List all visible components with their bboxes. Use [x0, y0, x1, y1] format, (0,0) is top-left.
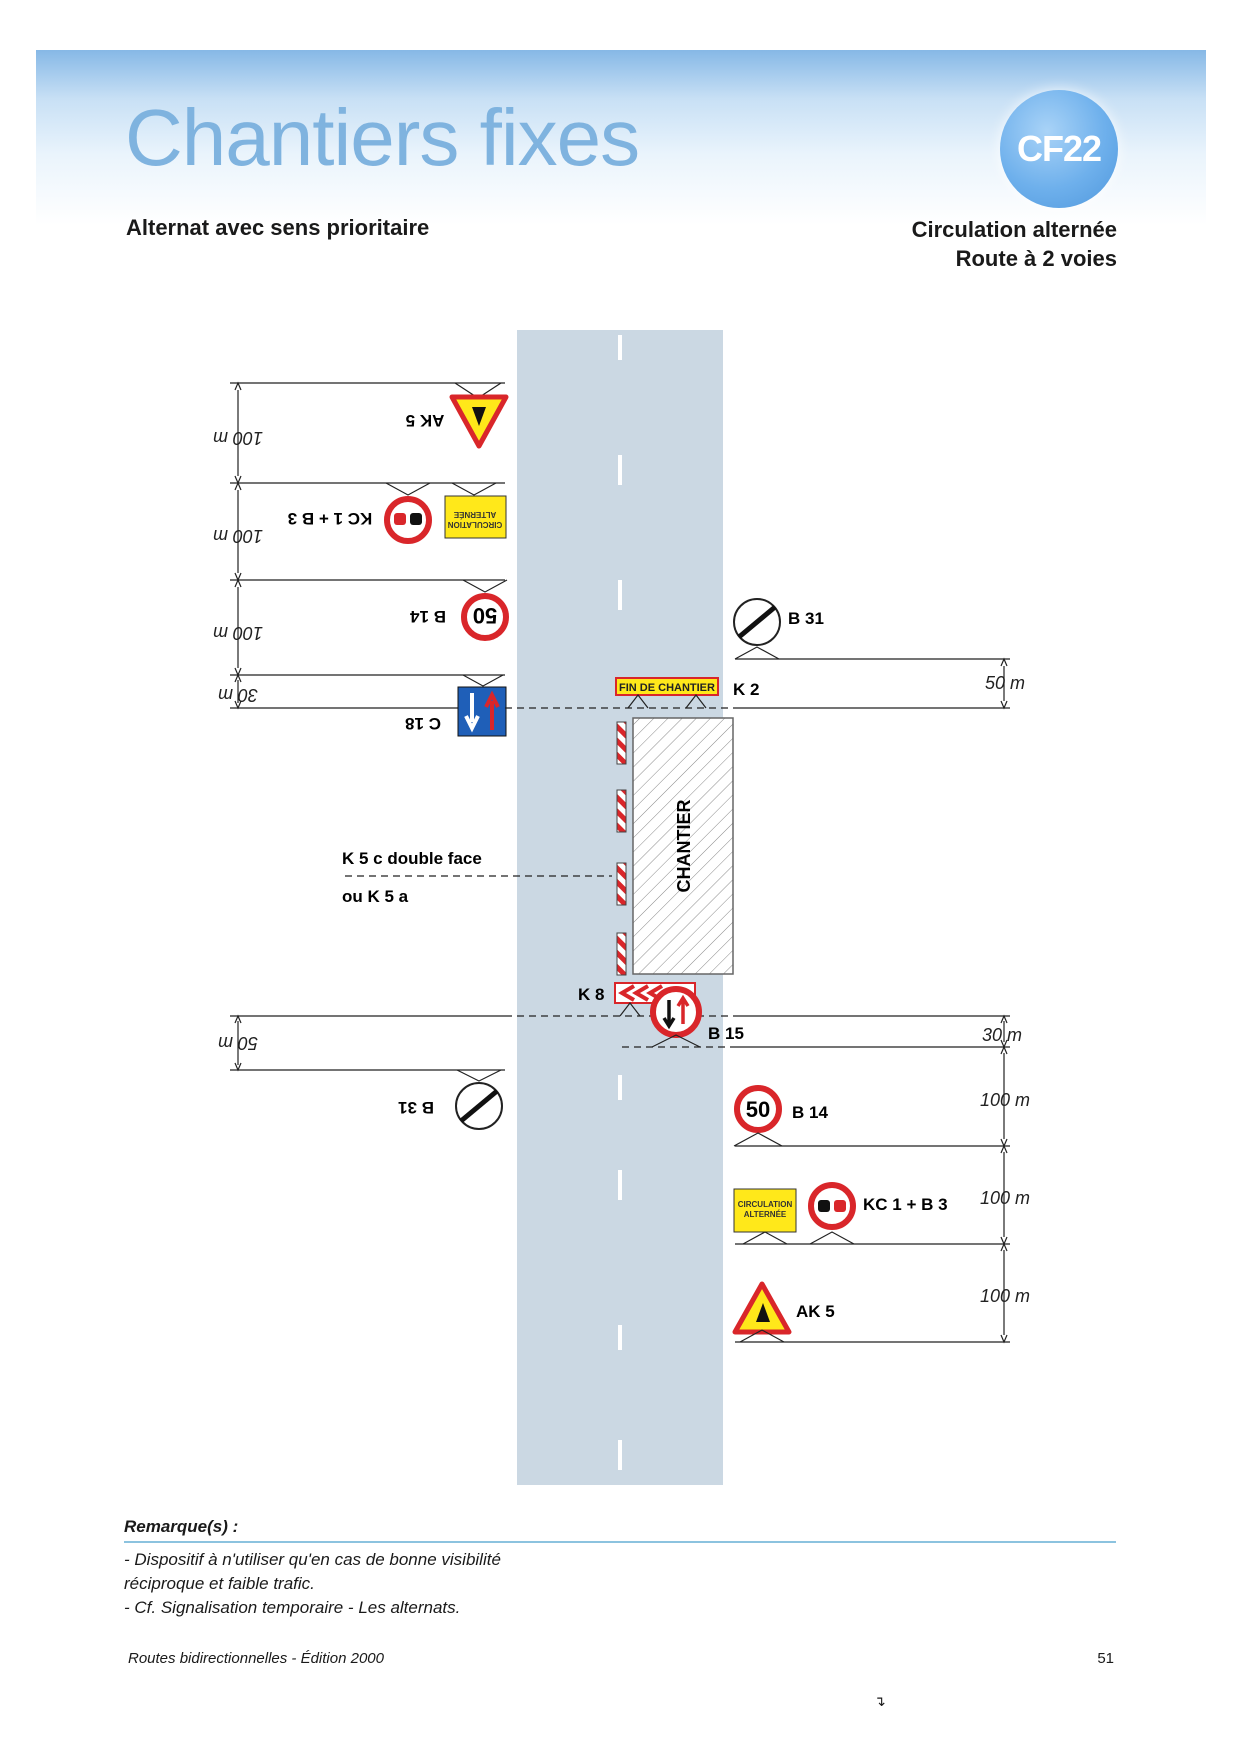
left-dim-2: 100 m — [213, 526, 263, 546]
left-kc1-panel: CIRCULATION ALTERNÉE — [444, 482, 507, 539]
code-badge: CF22 — [1000, 90, 1118, 208]
right-b14-value: 50 — [746, 1097, 770, 1122]
left-panel-line1: CIRCULATION — [448, 520, 503, 529]
left-ak5-label: AK 5 — [406, 411, 445, 430]
subtitle-right-line1: Circulation alternée — [911, 217, 1117, 242]
right-dim-2: 30 m — [982, 1025, 1022, 1045]
right-panel-line1: CIRCULATION — [738, 1200, 793, 1209]
right-dimensions — [735, 657, 1010, 1344]
right-dim-4: 100 m — [980, 1188, 1030, 1208]
right-dim-5: 100 m — [980, 1286, 1030, 1306]
left-ak5-sign — [449, 382, 509, 449]
subtitle-left: Alternat avec sens prioritaire — [126, 215, 430, 240]
remarks-divider — [124, 1541, 1116, 1543]
remarks-heading: Remarque(s) : — [124, 1517, 239, 1536]
remark-line: - Dispositif à n'utiliser qu'en cas de b… — [124, 1550, 501, 1569]
right-b31-label: B 31 — [788, 609, 824, 628]
left-panel-line2: ALTERNÉE — [453, 510, 496, 519]
left-b3-sign — [384, 482, 432, 544]
footer-source: Routes bidirectionnelles - Édition 2000 — [128, 1650, 384, 1667]
remarks-text: - Dispositif à n'utiliser qu'en cas de b… — [124, 1548, 624, 1620]
worksite-label: CHANTIER — [674, 800, 694, 893]
k5-label-line1: K 5 c double face — [342, 849, 482, 868]
right-ak5-sign — [732, 1281, 792, 1343]
left-b31-sign — [455, 1069, 503, 1130]
footer-mark: ↴ — [874, 1693, 886, 1709]
b15-sign — [650, 986, 702, 1048]
right-panel-line2: ALTERNÉE — [744, 1210, 787, 1219]
right-b31-sign — [733, 598, 781, 660]
left-b31-label: B 31 — [398, 1098, 434, 1117]
left-dim-4: 30 m — [218, 685, 258, 705]
right-ak5-label: AK 5 — [796, 1302, 835, 1321]
worksite-area — [632, 717, 734, 975]
k5-cones — [616, 721, 627, 976]
left-c18-sign — [457, 674, 507, 737]
left-b14-label: B 14 — [410, 607, 446, 626]
page-title: Chantiers fixes — [125, 93, 640, 182]
k8-label: K 8 — [578, 985, 604, 1004]
subtitle-right: Circulation alternée Route à 2 voies — [912, 215, 1117, 273]
right-dim-3: 100 m — [980, 1090, 1030, 1110]
right-b14-label: B 14 — [792, 1103, 828, 1122]
left-dim-3: 100 m — [213, 623, 263, 643]
left-dim-5: 50 m — [218, 1033, 258, 1053]
page-number: 51 — [1097, 1650, 1114, 1667]
k2-text: FIN DE CHANTIER — [619, 682, 715, 694]
k2-label: K 2 — [733, 680, 759, 699]
subtitle-right-line2: Route à 2 voies — [955, 246, 1117, 271]
left-kc1-b3-label: KC 1 + B 3 — [288, 509, 373, 528]
left-b14-sign: 50 — [461, 579, 509, 641]
right-b14-sign: 50 — [733, 1085, 783, 1147]
remark-line: réciproque et faible trafic. — [124, 1574, 315, 1593]
right-dim-1: 50 m — [985, 673, 1025, 693]
left-dim-1: 100 m — [213, 428, 263, 448]
b15-label: B 15 — [708, 1024, 744, 1043]
k2-sign: FIN DE CHANTIER — [615, 677, 719, 709]
right-kc1-panel: CIRCULATION ALTERNÉE — [733, 1188, 797, 1245]
remark-line: - Cf. Signalisation temporaire - Les alt… — [124, 1598, 461, 1617]
left-c18-label: C 18 — [405, 714, 441, 733]
k5-label-line2: ou K 5 a — [342, 887, 409, 906]
right-b3-sign — [808, 1182, 856, 1245]
left-b14-value: 50 — [473, 603, 497, 628]
right-kc1-b3-label: KC 1 + B 3 — [863, 1195, 948, 1214]
